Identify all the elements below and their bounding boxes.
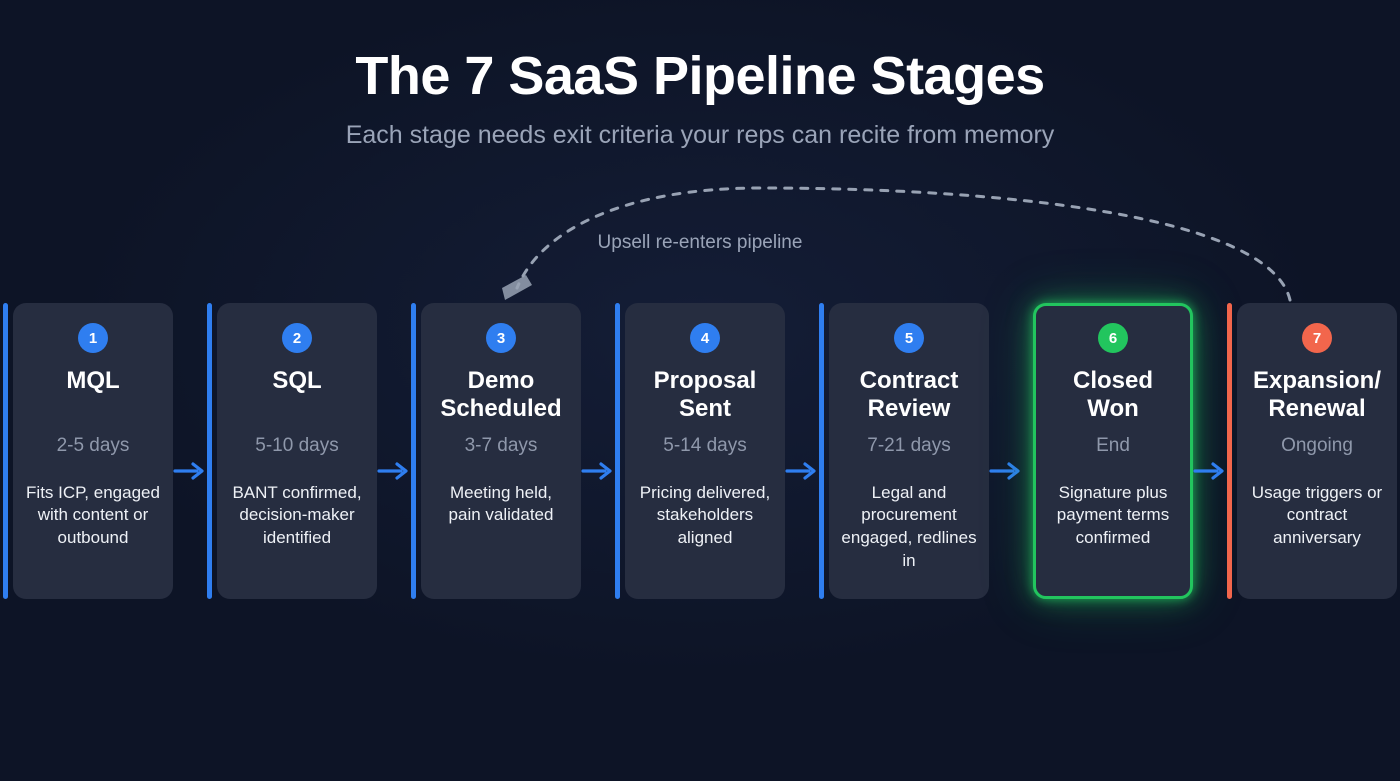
stage-accent-bar	[411, 303, 416, 599]
stage-exit-criteria: BANT confirmed, decision-maker identifie…	[232, 482, 362, 548]
stage-title: Demo Scheduled	[440, 367, 562, 422]
stage-title: SQL	[272, 367, 322, 394]
stage-accent-bar	[819, 303, 824, 599]
page-title: The 7 SaaS Pipeline Stages	[355, 46, 1045, 106]
stage-exit-criteria: Meeting held, pain validated	[448, 482, 554, 525]
arrow-right-icon	[581, 460, 615, 482]
stage-duration: End	[1096, 435, 1130, 456]
stage-exit-criteria: Legal and procurement engaged, redlines …	[841, 482, 977, 570]
upsell-arrowhead-icon	[502, 275, 532, 300]
header: The 7 SaaS Pipeline Stages Each stage ne…	[0, 0, 1400, 150]
stage-number-badge: 1	[78, 323, 108, 353]
stage-number-badge: 4	[690, 323, 720, 353]
upsell-loop-label: Upsell re-enters pipeline	[597, 232, 803, 253]
stage-duration: 7-21 days	[867, 435, 951, 456]
stage-duration: 5-10 days	[255, 435, 339, 456]
arrow-right-icon	[173, 460, 207, 482]
stage-number-badge: 2	[282, 323, 312, 353]
stage-exit-criteria: Fits ICP, engaged with content or outbou…	[26, 482, 160, 548]
stage-duration: Ongoing	[1281, 435, 1353, 456]
stage-title: Contract Review	[859, 367, 959, 422]
stage-title: Closed Won	[1072, 367, 1153, 422]
stage-title: Expansion/ Renewal	[1252, 367, 1382, 422]
arrow-right-icon	[377, 460, 411, 482]
stage-title: MQL	[66, 367, 120, 394]
stage-duration: 2-5 days	[56, 435, 130, 456]
stage-accent-bar	[3, 303, 8, 599]
stage-accent-bar	[207, 303, 212, 599]
stage-duration: 5-14 days	[663, 435, 747, 456]
stage-number-badge: 6	[1098, 323, 1128, 353]
stage-number-badge: 3	[486, 323, 516, 353]
arrow-right-icon	[785, 460, 819, 482]
stage-number-badge: 5	[894, 323, 924, 353]
page-subtitle: Each stage needs exit criteria your reps…	[345, 121, 1055, 150]
stage-accent-bar	[615, 303, 620, 599]
stage-exit-criteria: Signature plus payment terms confirmed	[1056, 482, 1170, 548]
arrow-right-icon	[1193, 460, 1227, 482]
stage-exit-criteria: Pricing delivered, stakeholders aligned	[639, 482, 771, 548]
upsell-dashed-path	[515, 186, 1292, 302]
stage-exit-criteria: Usage triggers or contract anniversary	[1251, 482, 1383, 548]
arrow-right-icon	[989, 460, 1023, 482]
stage-title: Proposal Sent	[653, 367, 757, 422]
stage-number-badge: 7	[1302, 323, 1332, 353]
stage-accent-bar	[1227, 303, 1232, 599]
stage-duration: 3-7 days	[464, 435, 538, 456]
